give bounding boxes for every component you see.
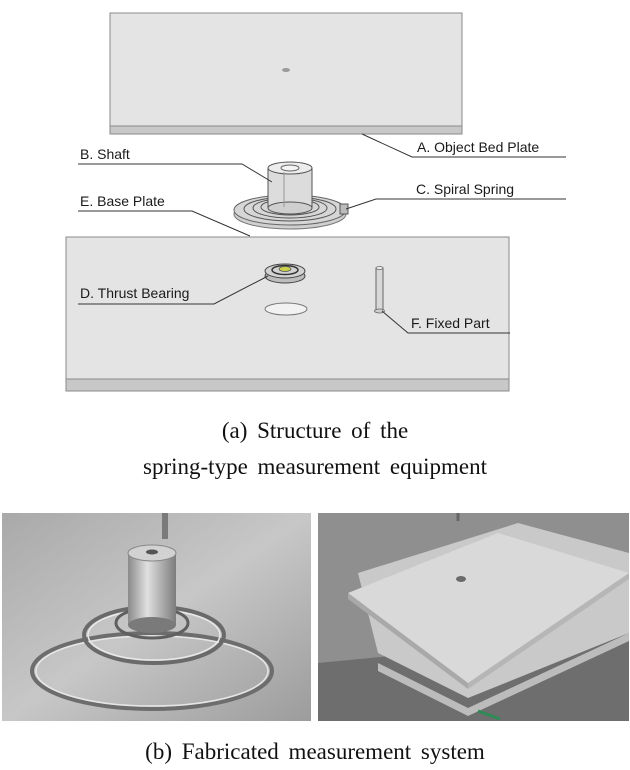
caption-a-line1: (a) Structure of the (221, 418, 409, 443)
label-thrust-bearing: D. Thrust Bearing (80, 285, 189, 301)
caption-a-line2: spring-type measurement equipment (143, 454, 487, 479)
thrust-bearing (264, 263, 308, 316)
caption-b: (b) Fabricated measurement system (145, 739, 485, 764)
shaft (267, 161, 313, 215)
photo-spiral-spring-closeup (2, 513, 311, 721)
exploded-structure-diagram: A. Object Bed Plate B. Shaft C. Spiral S… (65, 12, 566, 392)
label-spiral-spring: C. Spiral Spring (416, 181, 514, 197)
label-fixed-part: F. Fixed Part (411, 315, 490, 331)
label-object-bed-plate: A. Object Bed Plate (417, 139, 539, 155)
base-plate (65, 236, 510, 392)
spring-shaft-assembly (233, 161, 349, 230)
leader-lines (78, 133, 566, 334)
label-base-plate: E. Base Plate (80, 193, 165, 209)
photo-fabricated-plates (318, 513, 629, 721)
object-bed-plate (109, 12, 463, 135)
fixed-part-pin (374, 266, 385, 314)
label-shaft: B. Shaft (80, 146, 130, 162)
